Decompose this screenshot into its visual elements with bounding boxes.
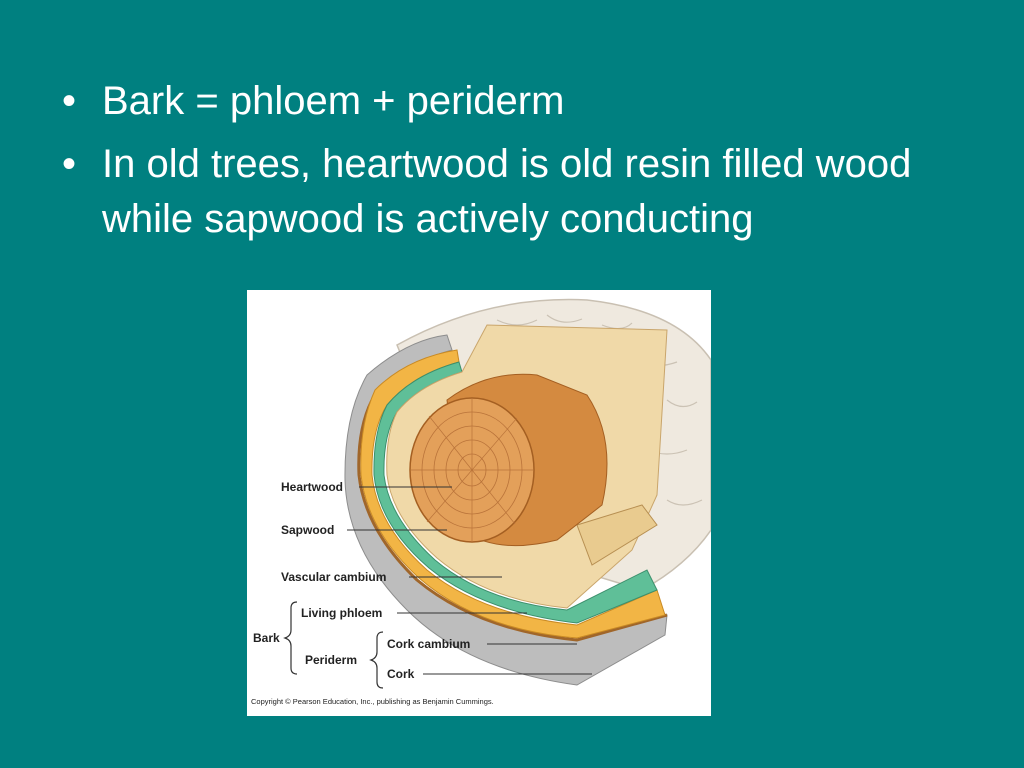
bullet-glyph: •: [62, 79, 77, 123]
label-heartwood: Heartwood: [281, 480, 343, 494]
label-vascular-cambium: Vascular cambium: [281, 570, 386, 584]
label-sapwood: Sapwood: [281, 523, 334, 537]
bullet-item: • In old trees, heartwood is old resin f…: [58, 137, 998, 247]
copyright-notice: Copyright © Pearson Education, Inc., pub…: [251, 697, 494, 706]
wood-rays: [411, 398, 533, 542]
label-cork: Cork: [387, 667, 415, 681]
label-living-phloem: Living phloem: [301, 606, 382, 620]
bullet-item: • Bark = phloem + periderm: [58, 74, 998, 129]
label-periderm: Periderm: [305, 653, 357, 667]
label-cork-cambium: Cork cambium: [387, 637, 470, 651]
periderm-brace: [369, 631, 384, 689]
leader-lines: [347, 486, 592, 675]
label-bark: Bark: [253, 631, 280, 645]
bark-brace: [283, 601, 298, 675]
cork-cambium-layer: [357, 399, 668, 642]
bullet-list: • Bark = phloem + periderm • In old tree…: [58, 74, 998, 255]
trunk-illustration: Heartwood Sapwood Vascular cambium Livin…: [251, 298, 711, 706]
bullet-text-heartwood: In old trees, heartwood is old resin fil…: [102, 142, 912, 241]
sapwood-step: [576, 504, 658, 566]
bullet-text-bark: Bark = phloem + periderm: [102, 79, 565, 123]
bullet-glyph: •: [62, 142, 77, 186]
tree-trunk-diagram: Heartwood Sapwood Vascular cambium Livin…: [247, 290, 711, 716]
